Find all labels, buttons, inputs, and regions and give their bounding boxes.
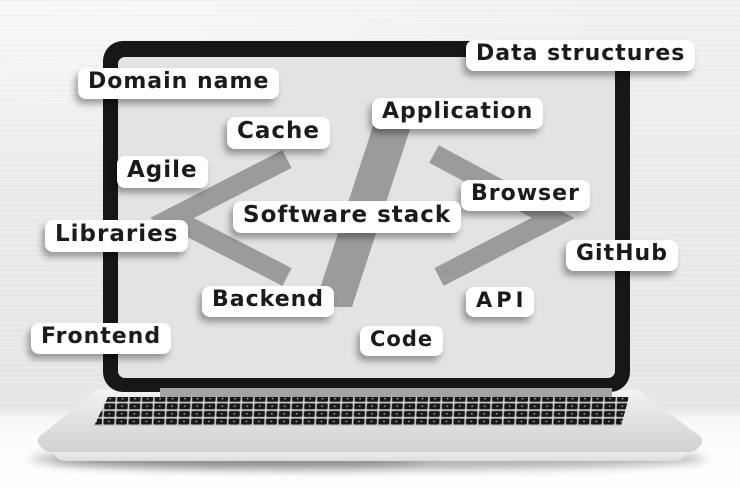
label-cache: Cache	[227, 117, 331, 149]
code-icon-right-chevron	[429, 145, 575, 286]
label-code: Code	[360, 326, 444, 356]
label-domain-name: Domain name	[78, 68, 280, 99]
label-backend: Backend	[202, 286, 335, 317]
laptop-hinge	[160, 388, 612, 397]
label-github: GitHub	[566, 240, 678, 271]
label-agile: Agile	[117, 156, 208, 188]
label-libraries: Libraries	[45, 220, 189, 252]
label-application: Application	[372, 98, 544, 129]
label-data-structures: Data structures	[466, 40, 696, 71]
label-frontend: Frontend	[31, 323, 172, 354]
code-icon-left-chevron	[150, 150, 292, 286]
label-browser: Browser	[461, 180, 590, 211]
laptop-keyboard	[94, 397, 629, 426]
label-api: API	[466, 287, 535, 317]
label-software-stack: Software stack	[233, 201, 462, 233]
laptop-front-edge	[52, 452, 688, 461]
